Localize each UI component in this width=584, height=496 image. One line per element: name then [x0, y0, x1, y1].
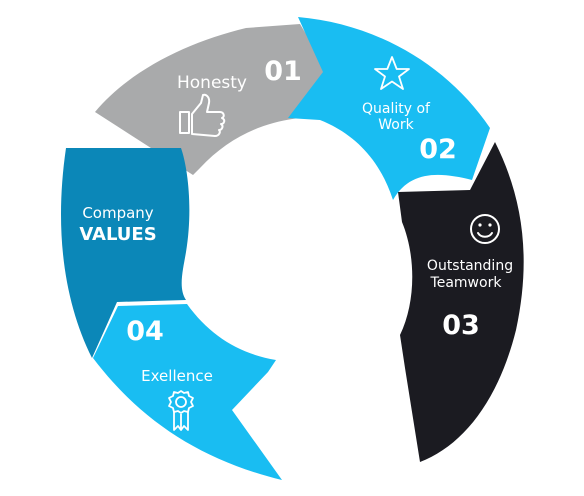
center-line1: Company	[82, 204, 153, 222]
quality-label-line1: Quality of	[362, 101, 431, 117]
teamwork-number: 03	[442, 310, 480, 341]
excellence-number: 04	[126, 316, 164, 347]
award-ribbon-icon	[168, 390, 194, 431]
segment-teamwork	[398, 142, 524, 462]
thumbs-up-icon	[179, 93, 226, 137]
excellence-label: Exellence	[141, 367, 213, 385]
teamwork-label-line1: Outstanding	[427, 258, 513, 274]
quality-label-line2: Work	[378, 117, 414, 133]
segment-company-values	[61, 148, 190, 358]
quality-number: 02	[419, 134, 457, 165]
center-line2: VALUES	[79, 224, 156, 245]
teamwork-label-line2: Teamwork	[430, 275, 503, 291]
segment-honesty	[95, 24, 330, 175]
star-icon	[374, 56, 410, 90]
smiley-icon	[470, 214, 500, 244]
honesty-number: 01	[264, 56, 302, 87]
honesty-label: Honesty	[177, 73, 247, 93]
segment-quality	[288, 17, 490, 200]
